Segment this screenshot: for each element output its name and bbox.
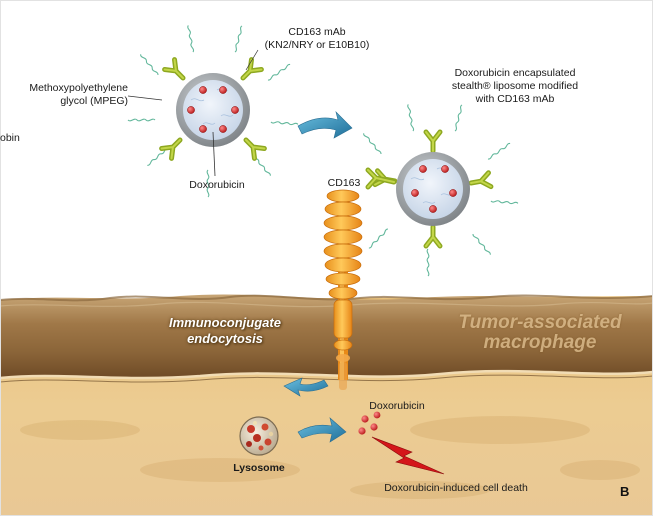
mpeg-label-line2: glycol (MPEG) [60, 95, 128, 107]
cd163-mab-label: CD163 mAb (KN2/NRY or E10B10) [242, 26, 392, 52]
lysosome-label: Lysosome [233, 462, 285, 474]
cell-death-label: Doxorubicin-induced cell death [384, 482, 528, 494]
endocytosis-label: Immunoconjugate endocytosis [150, 315, 300, 347]
mpeg-label-line1: Methoxypolyethylene [29, 82, 128, 94]
tam-label-line2: macrophage [483, 332, 597, 353]
lipo-label-line3: with CD163 mAb [475, 93, 555, 105]
mab-label-line2: (KN2/NRY or E10B10) [264, 39, 370, 51]
doxorubicin-cell-label: Doxorubicin [369, 400, 425, 412]
antibody-cd163-bridge [365, 167, 397, 190]
tam-label-line1: Tumor-associated [458, 312, 622, 333]
mpeg-label: Methoxypolyethylene glycol (MPEG) [18, 82, 128, 108]
doxorubicin-liposome-label: Doxorubicin [189, 179, 245, 191]
modified-liposome-label: Doxorubicin encapsulated stealth® liposo… [440, 67, 590, 106]
cropped-left-label: obin [0, 132, 20, 144]
cell-death-lightning-icon [371, 436, 445, 475]
liposome-bound [362, 103, 519, 277]
transition-arrow [297, 111, 353, 139]
endo-label-line1: Immunoconjugate [169, 315, 281, 330]
cd163-label: CD163 [327, 177, 361, 189]
lysosome [239, 416, 279, 456]
tam-label: Tumor-associated macrophage [440, 313, 640, 353]
endo-label-line2: endocytosis [187, 331, 263, 346]
internal-arrows [283, 377, 347, 443]
mpeg-leader [127, 95, 163, 101]
cd163-receptor [323, 189, 363, 390]
liposome-unbound [127, 24, 299, 198]
lipo-label-line1: Doxorubicin encapsulated [454, 67, 576, 79]
free-doxorubicin [358, 411, 381, 435]
mab-label-line1: CD163 mAb [288, 26, 346, 38]
lipo-label-line2: stealth® liposome modified [451, 80, 579, 92]
mab-leader [245, 49, 259, 71]
panel-letter: B [620, 484, 630, 499]
